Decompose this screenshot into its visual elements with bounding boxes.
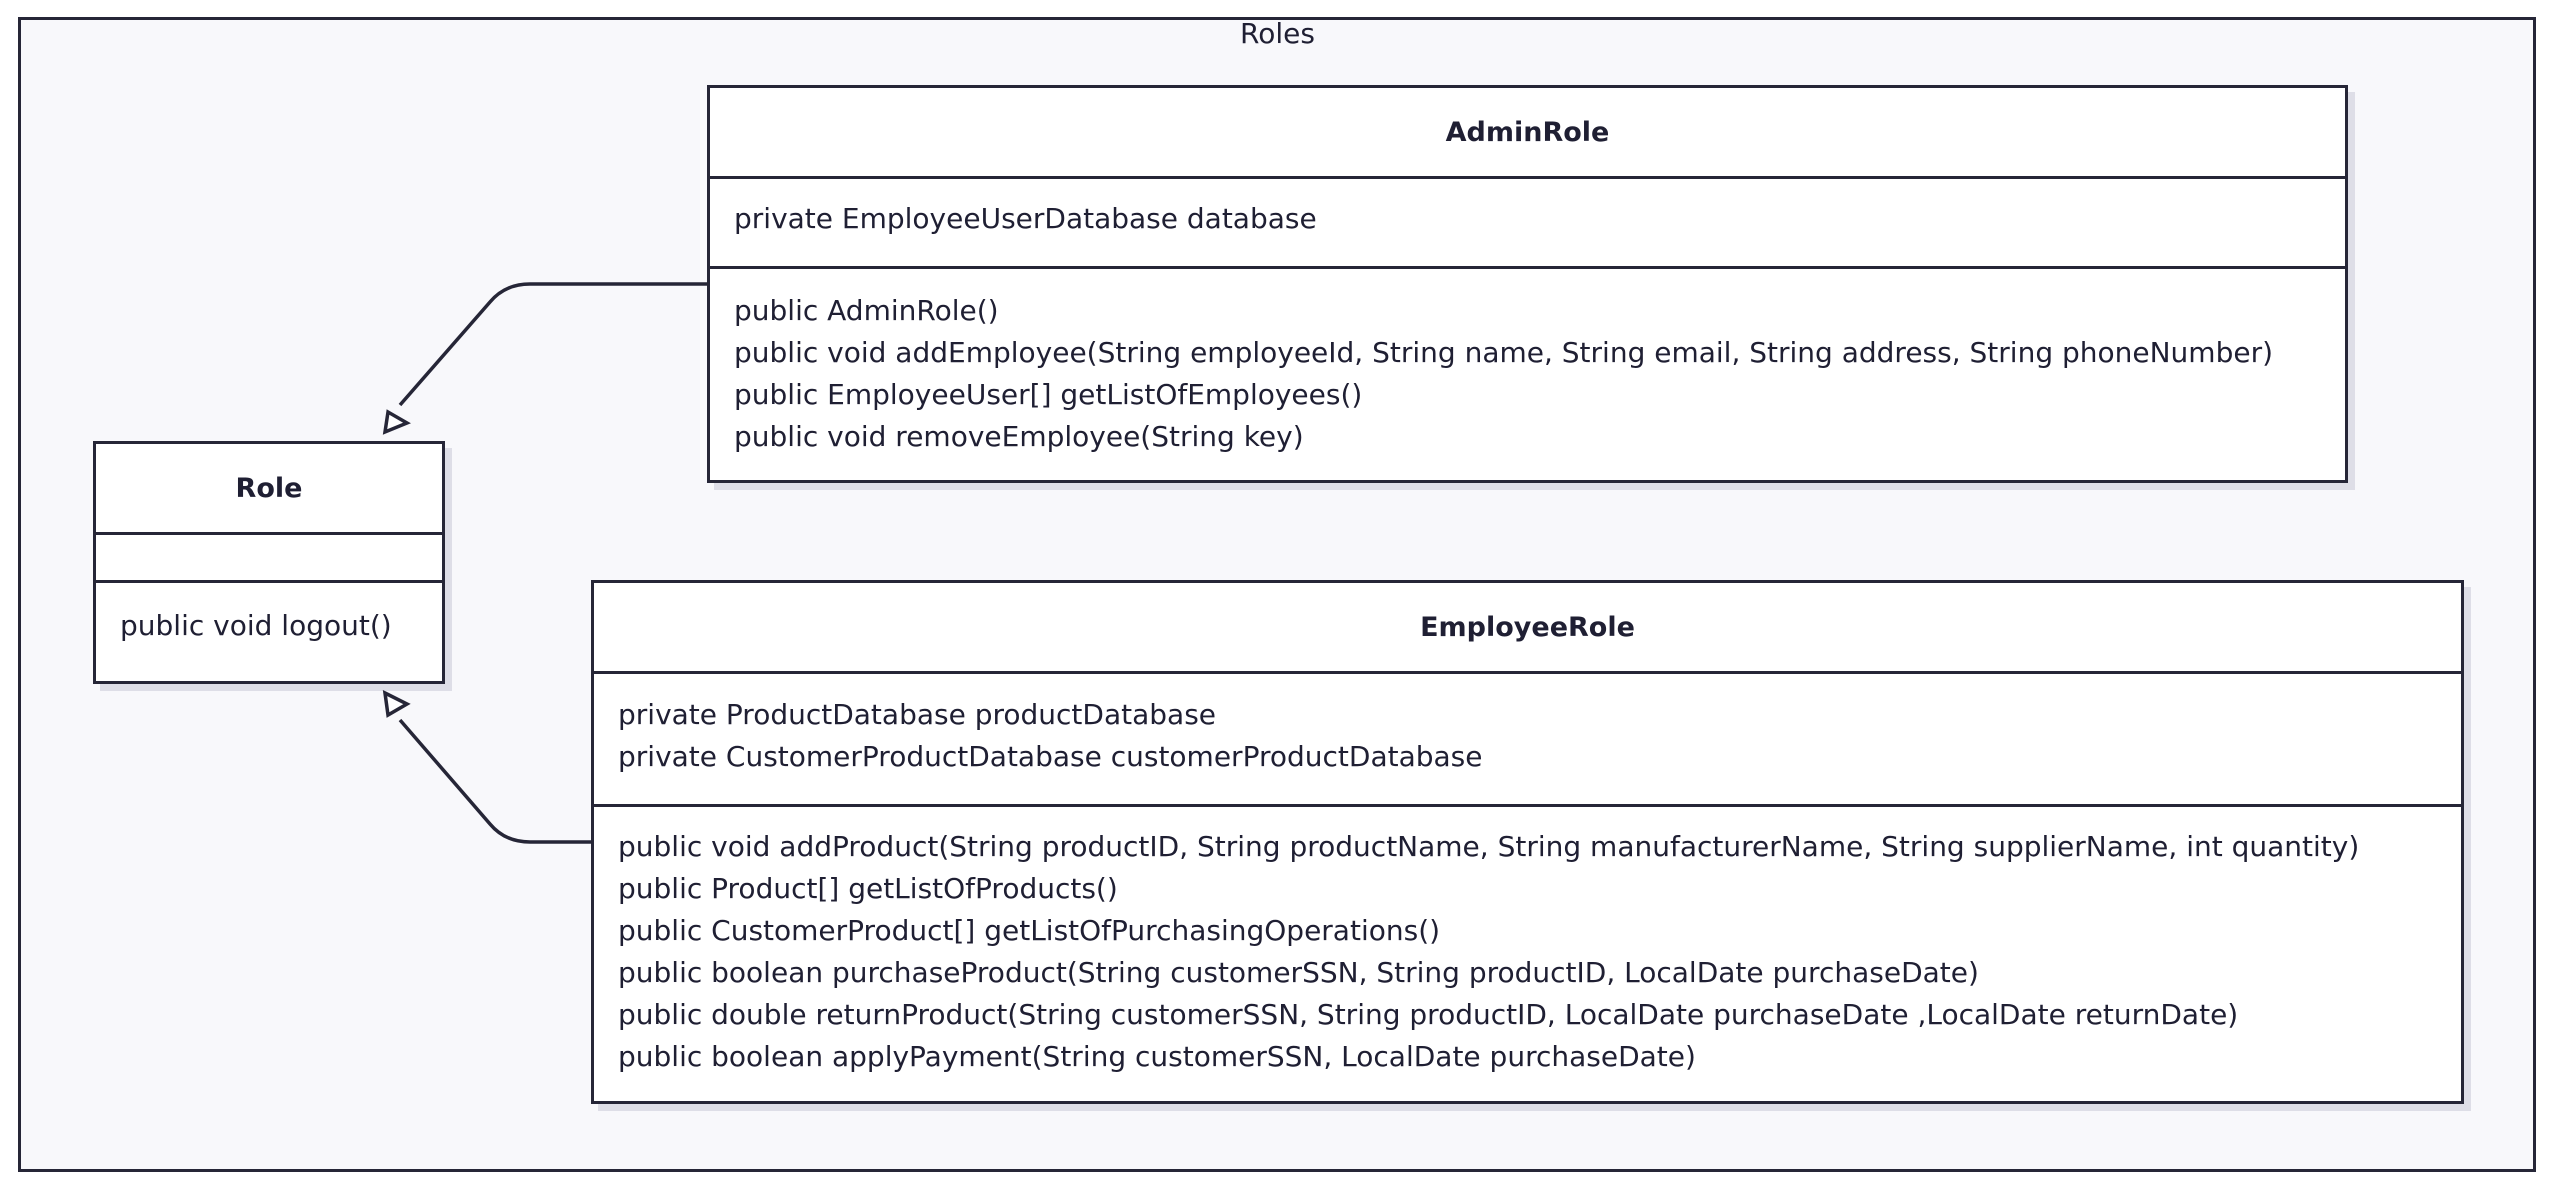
connector-line <box>398 718 591 844</box>
method-line: public boolean purchaseProduct(String cu… <box>618 956 1979 989</box>
connector-line <box>398 282 707 407</box>
attribute-line: private EmployeeUserDatabase database <box>734 202 1317 235</box>
package-title: Roles <box>1240 17 1315 50</box>
attribute-line: private ProductDatabase productDatabase <box>618 698 1217 731</box>
inheritance-arrowhead <box>382 409 411 435</box>
class-admin-role: AdminRole private EmployeeUserDatabase d… <box>707 85 2348 483</box>
method-line: public void addEmployee(String employeeI… <box>734 336 2274 369</box>
attribute-compartment: private ProductDatabase productDatabase … <box>594 674 2461 807</box>
method-line: public double returnProduct(String custo… <box>618 998 2239 1031</box>
method-line: public boolean applyPayment(String custo… <box>618 1040 1696 1073</box>
method-compartment: public void addProduct(String productID,… <box>594 807 2461 1078</box>
class-name: EmployeeRole <box>594 583 2461 674</box>
inheritance-admin-to-role <box>382 282 707 435</box>
method-line: public void removeEmployee(String key) <box>734 420 1304 453</box>
class-role: Role public void logout() <box>93 441 445 684</box>
attribute-compartment <box>96 535 442 583</box>
method-line: public AdminRole() <box>734 294 999 327</box>
class-employee-role: EmployeeRole private ProductDatabase pro… <box>591 580 2464 1104</box>
class-name: Role <box>96 444 442 535</box>
method-line: public void logout() <box>120 609 392 642</box>
inheritance-employee-to-role <box>382 689 591 844</box>
method-line: public void addProduct(String productID,… <box>618 830 2360 863</box>
method-line: public Product[] getListOfProducts() <box>618 872 1118 905</box>
attribute-line: private CustomerProductDatabase customer… <box>618 740 1483 773</box>
attribute-compartment: private EmployeeUserDatabase database <box>710 179 2345 269</box>
class-name: AdminRole <box>710 88 2345 179</box>
method-compartment: public void logout() <box>96 583 442 647</box>
inheritance-arrowhead <box>382 689 411 718</box>
method-compartment: public AdminRole() public void addEmploy… <box>710 269 2345 458</box>
method-line: public CustomerProduct[] getListOfPurcha… <box>618 914 1441 947</box>
method-line: public EmployeeUser[] getListOfEmployees… <box>734 378 1363 411</box>
